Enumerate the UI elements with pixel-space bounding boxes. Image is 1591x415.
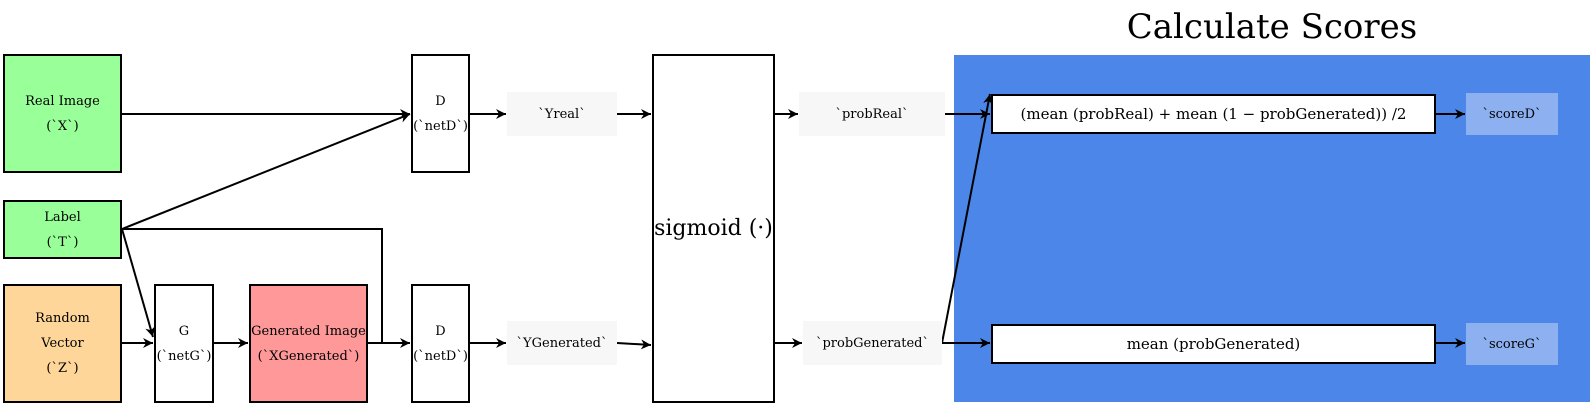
generated-image-node: Generated Image (`XGenerated`): [249, 284, 368, 403]
random-vector-node: Random Vector (`Z`): [3, 284, 122, 403]
real-image-name: Real Image: [25, 93, 100, 109]
arrow-probgenerated-to-formula-d: [941, 93, 994, 344]
probgenerated-label: `probGenerated`: [803, 321, 942, 365]
arrow-label-to-g: [121, 228, 156, 338]
score-g-label: `scoreG`: [1466, 323, 1558, 365]
label-var: (`T`): [46, 234, 79, 250]
discriminator-bottom-name: D: [435, 323, 446, 339]
generated-image-var: (`XGenerated`): [257, 348, 360, 364]
label-name: Label: [44, 209, 81, 225]
probreal-label: `probReal`: [799, 92, 945, 136]
random-vector-name-line1: Random: [35, 311, 90, 326]
formula-score-d: (mean (probReal) + mean (1 − probGenerat…: [991, 94, 1436, 134]
arrow-label-to-d-bottom: [122, 228, 383, 343]
discriminator-top-var: (`netD`): [413, 118, 468, 134]
discriminator-top-node: D (`netD`): [411, 54, 470, 173]
sigmoid-node: sigmoid (·): [652, 54, 775, 403]
random-vector-var: (`Z`): [46, 361, 79, 376]
discriminator-bottom-var: (`netD`): [413, 348, 468, 364]
score-d-label: `scoreD`: [1466, 93, 1558, 135]
calculate-scores-title: Calculate Scores: [1126, 7, 1418, 47]
real-image-node: Real Image (`X`): [3, 54, 122, 173]
arrow-ygenerated-to-sigmoid: [616, 339, 652, 350]
generator-name: G: [178, 323, 190, 339]
generated-image-name: Generated Image: [251, 323, 366, 339]
real-image-var: (`X`): [46, 118, 79, 134]
label-node: Label (`T`): [3, 200, 122, 259]
ygenerated-label: `YGenerated`: [507, 321, 617, 365]
arrow-label-to-d: [121, 113, 411, 230]
generator-var: (`netG`): [156, 348, 212, 364]
discriminator-top-name: D: [435, 93, 446, 109]
yreal-label: `Yreal`: [507, 92, 617, 136]
random-vector-name-line2: Vector: [41, 336, 84, 351]
sigmoid-label: sigmoid (·): [654, 215, 773, 241]
formula-score-g: mean (probGenerated): [991, 324, 1436, 364]
discriminator-bottom-node: D (`netD`): [411, 284, 470, 403]
generator-node: G (`netG`): [154, 284, 214, 403]
